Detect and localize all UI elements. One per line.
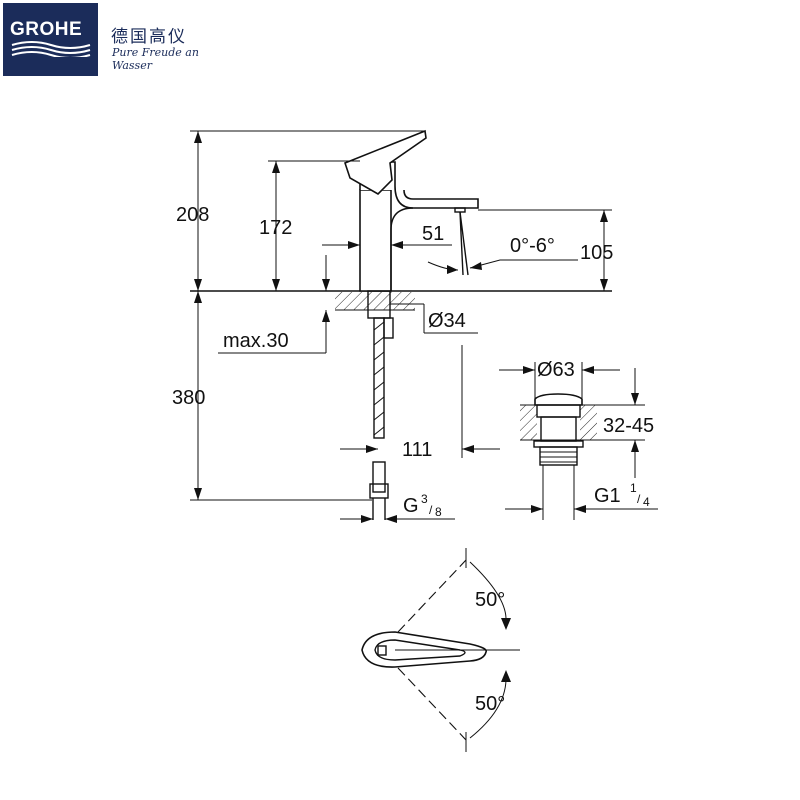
faucet-lever xyxy=(344,129,427,195)
dim-waste-thread-main: G1 xyxy=(594,485,621,507)
dim-rotation-top: 50° xyxy=(475,589,505,611)
brand-header: GROHE 德国高仪 Pure Freude an Wasser xyxy=(3,3,225,76)
dim-tilt-range: 0°-6° xyxy=(510,235,555,257)
logo-text: GROHE xyxy=(10,19,83,40)
waste-cap xyxy=(534,393,583,406)
side-view: 208 172 51 105 0°-6° max.30 xyxy=(172,129,613,523)
dim-connection-sub: 8 xyxy=(435,505,442,519)
dim-connection-sup: 3 xyxy=(421,492,428,506)
dim-rotation-bottom: 50° xyxy=(475,693,505,715)
hose-end-fitting xyxy=(372,461,386,493)
dim-spout-projection: 51 xyxy=(422,223,444,245)
dim-waste-thread-sub: 4 xyxy=(643,495,650,509)
pop-up-waste: Ø63 32-45 G1 1 / 4 xyxy=(499,359,658,520)
dim-waste-thread-sup: 1 xyxy=(630,481,637,495)
dim-waste-diameter: Ø63 xyxy=(537,359,575,381)
dim-hole-diameter: Ø34 xyxy=(428,310,466,332)
dim-max-thickness: max.30 xyxy=(223,330,289,352)
top-view: 50° 50° xyxy=(361,548,520,752)
dim-hose-length: 380 xyxy=(172,387,205,409)
dim-connection-main: G xyxy=(403,495,419,517)
brand-slogan: Pure Freude an Wasser xyxy=(112,46,199,72)
grohe-logo: GROHE xyxy=(3,3,98,76)
faucet-body xyxy=(359,189,392,292)
svg-text:/: / xyxy=(637,492,641,506)
dim-spout-height: 105 xyxy=(580,242,613,264)
countertop-hatch xyxy=(335,292,415,310)
supply-hose xyxy=(373,317,385,439)
svg-text:/: / xyxy=(429,503,433,517)
dim-body-height: 172 xyxy=(259,217,292,239)
dim-total-height: 208 xyxy=(176,204,209,226)
dim-hose-offset: 111 xyxy=(402,439,432,461)
dim-waste-range: 32-45 xyxy=(603,415,654,437)
brand-chinese-name: 德国高仪 xyxy=(111,27,187,46)
logo-waves-icon xyxy=(11,41,91,57)
aerator xyxy=(454,207,466,213)
